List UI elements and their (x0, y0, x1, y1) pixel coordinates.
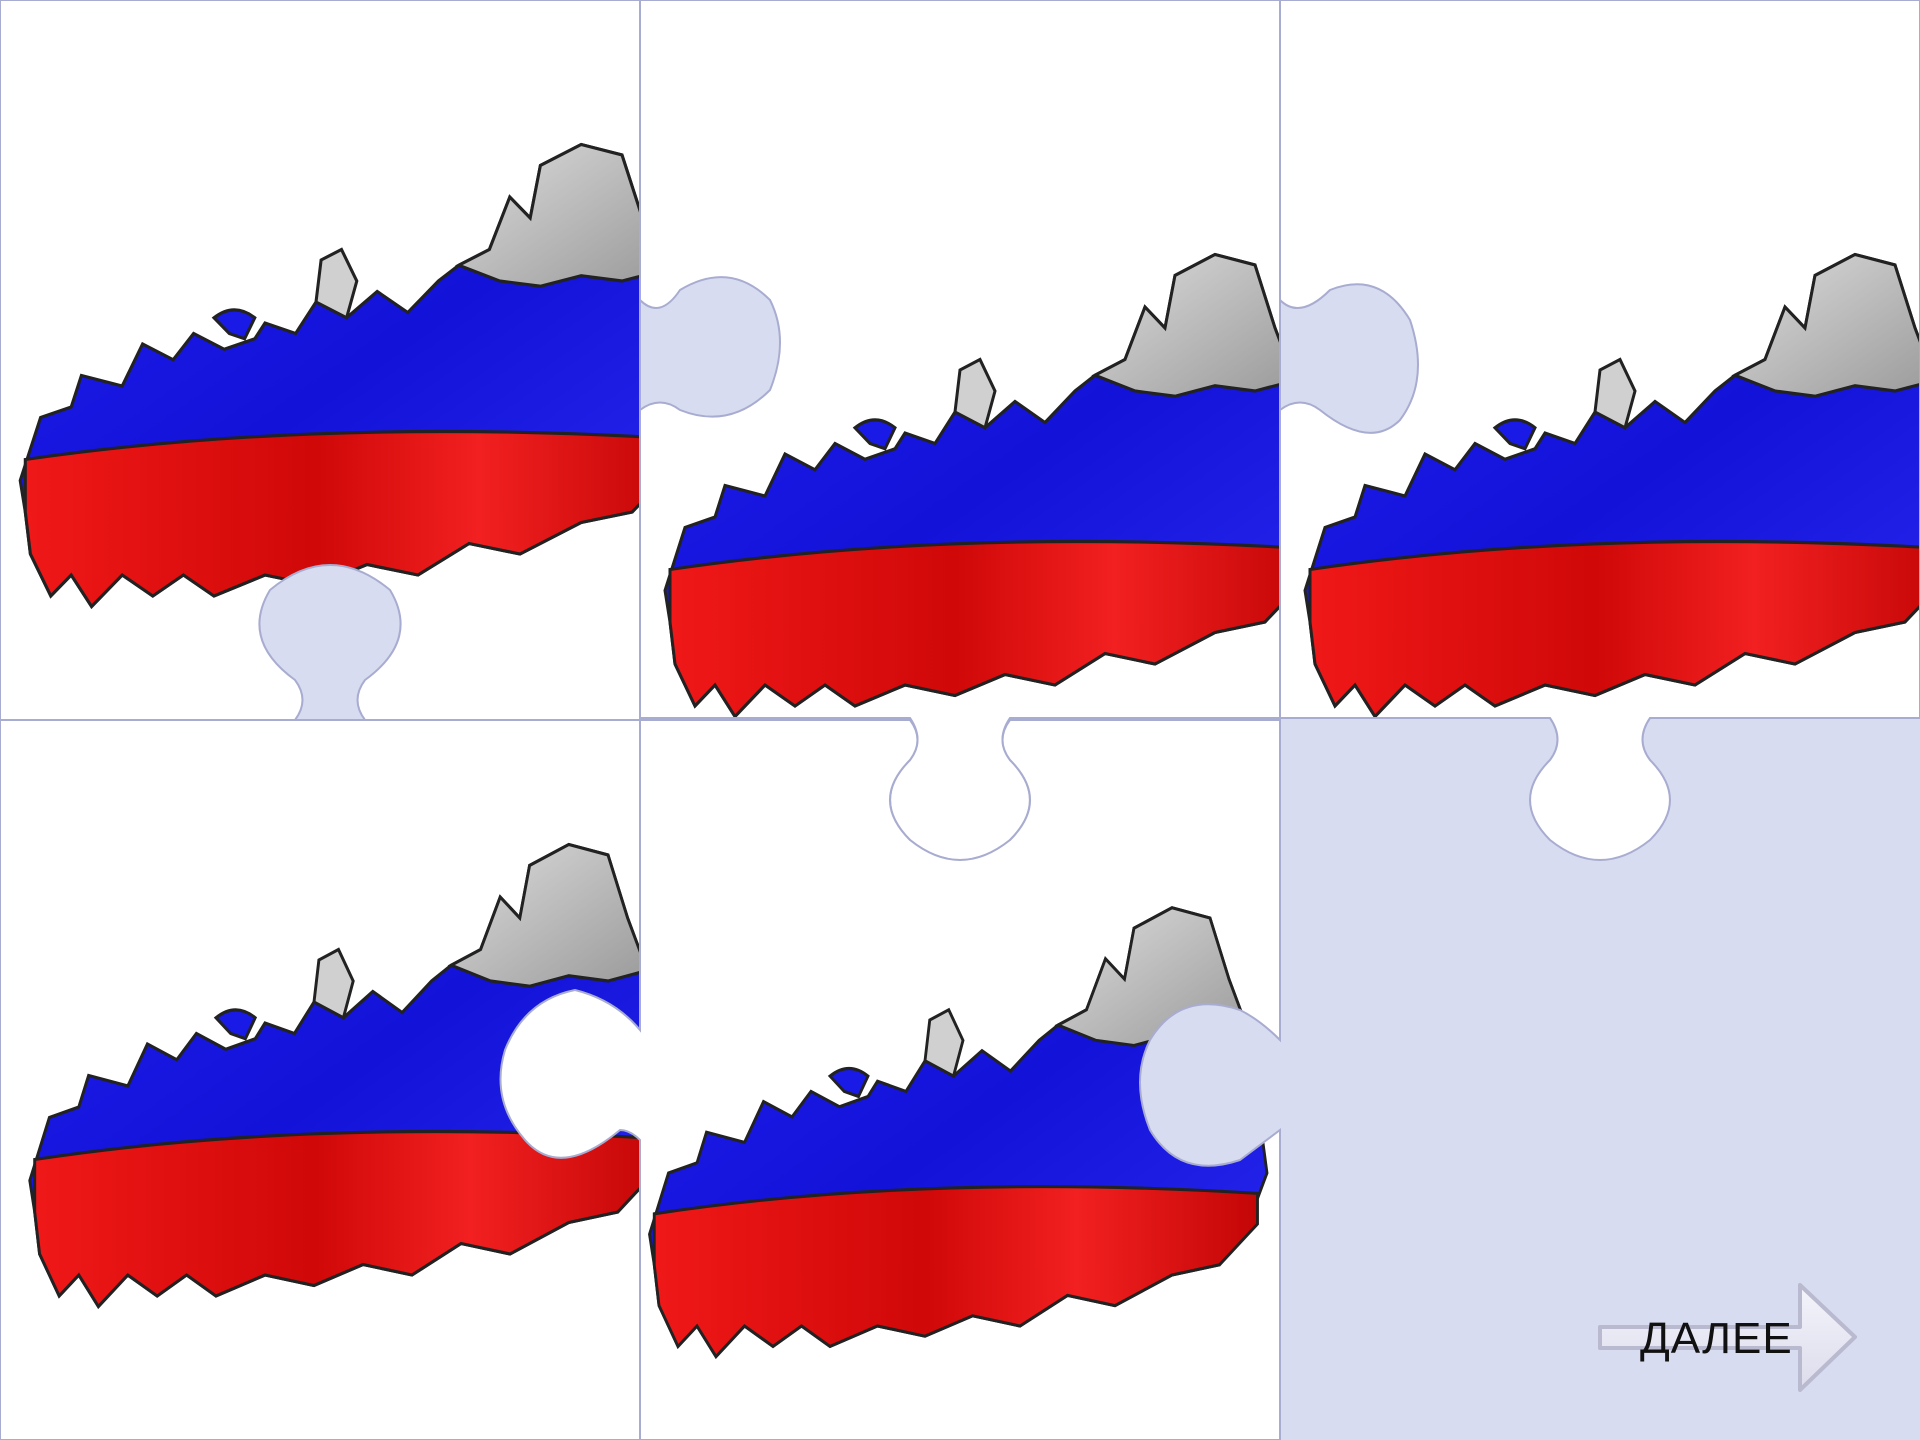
puzzle-piece-2[interactable] (639, 0, 1315, 880)
puzzle-piece-1[interactable] (0, 0, 683, 721)
next-button-label: ДАЛЕЕ (1640, 1314, 1793, 1363)
puzzle-piece-3[interactable] (1279, 0, 1920, 880)
next-button[interactable]: ДАЛЕЕ (1590, 1280, 1860, 1395)
arrow-right-icon (1598, 1283, 1857, 1392)
